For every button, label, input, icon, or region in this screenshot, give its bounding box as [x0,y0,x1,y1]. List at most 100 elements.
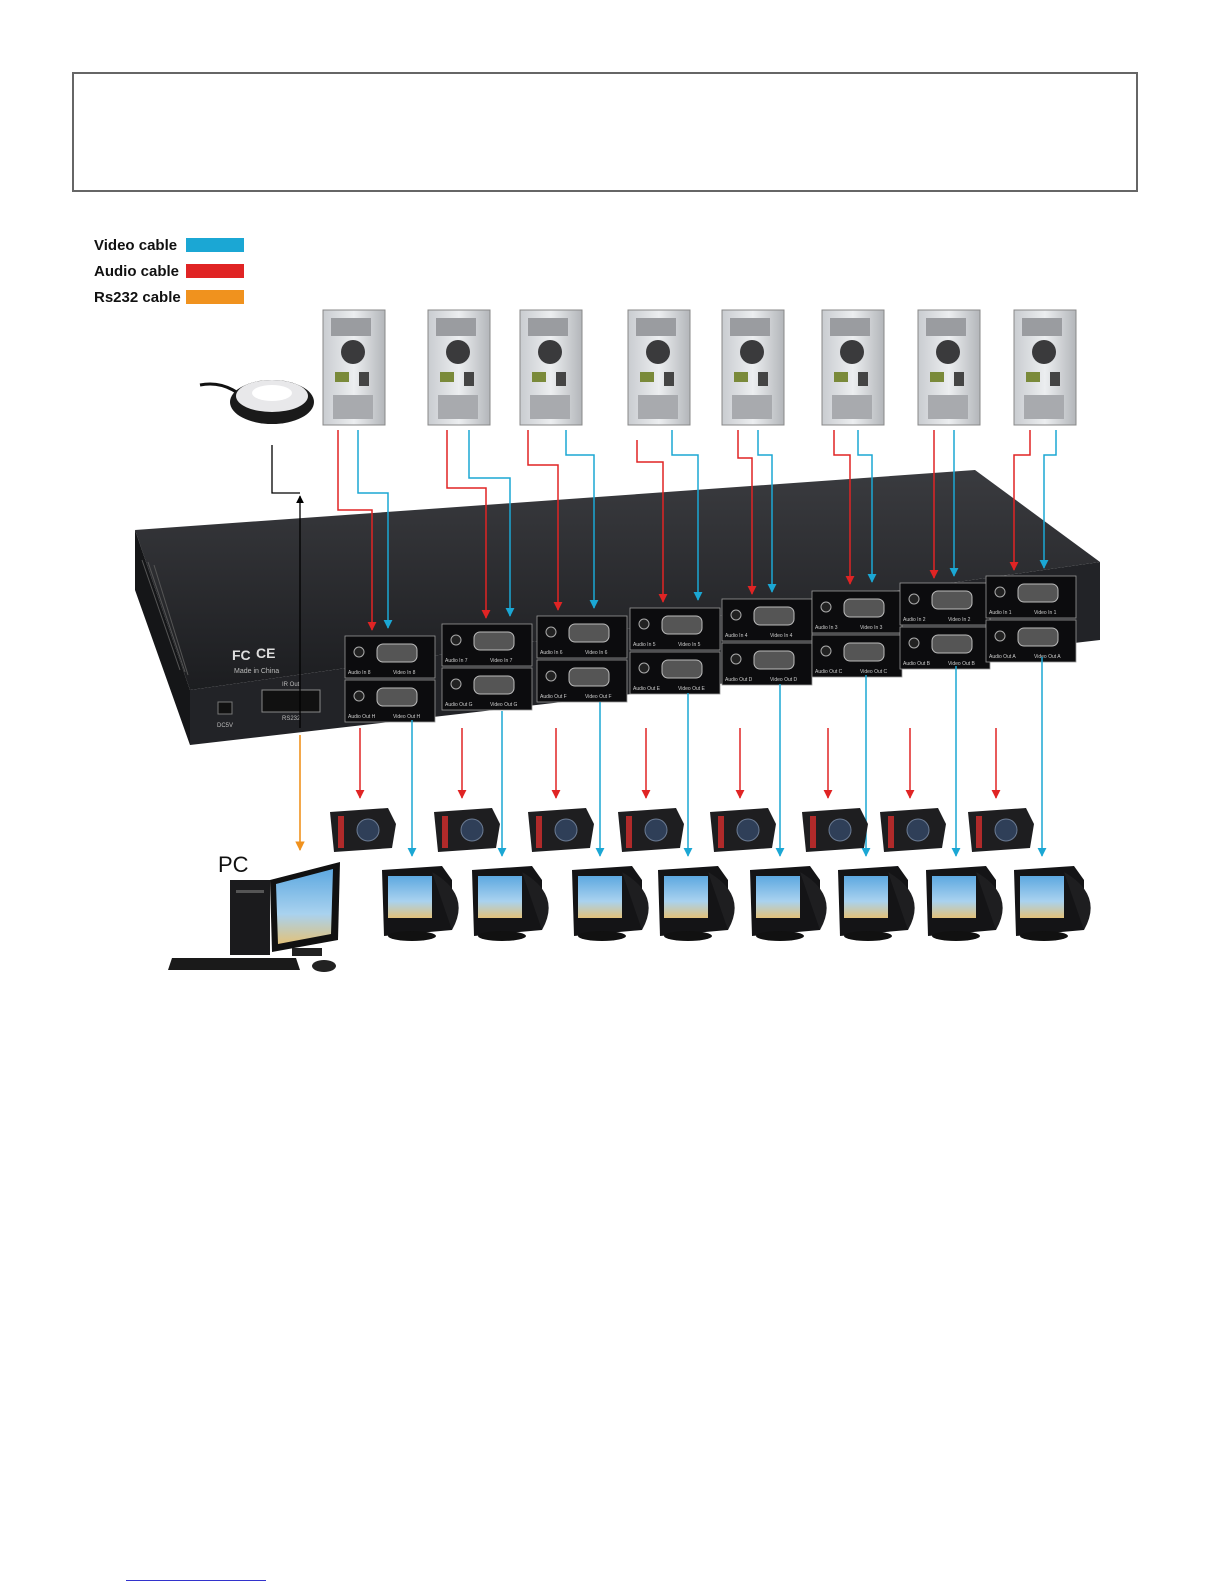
monitor-icon [382,866,459,941]
video-in-label: Video In 1 [1034,610,1057,616]
video-out-label: Video Out A [1034,654,1061,660]
video-out-label: Video Out D [770,677,798,683]
video-in-label: Video In 8 [393,670,416,676]
video-in-cable [468,430,515,617]
audio-in-label: Audio In 2 [903,617,926,623]
audio-in-label: Audio In 1 [989,610,1012,616]
video-out-label: Video Out H [393,714,421,720]
video-out-label: Video Out B [948,661,976,667]
legend-rs232-label: Rs232 cable [94,288,181,306]
audio-in-label: Audio In 6 [540,650,563,656]
ir-cable-line [271,445,300,494]
pc-label: PC [218,852,249,877]
audio-in-cable [1009,430,1031,571]
source-pc-tower-icon [427,309,491,426]
video-in-label: Video In 6 [585,650,608,656]
video-in-cable [1039,430,1057,569]
monitor-icon [658,866,735,941]
io-port-block: Audio In 8 Video In 8 Audio Out H Video Out… [344,635,436,723]
rs232-port [261,689,321,713]
video-in-label: Video In 7 [490,658,513,664]
audio-out-label: Audio Out A [989,654,1016,660]
audio-out-label: Audio Out E [633,686,661,692]
video-out-label: Video Out C [860,669,888,675]
monitor-icon [1014,866,1091,941]
audio-in-cable [833,430,855,585]
monitor-icon [472,866,549,941]
speaker-icon [710,808,776,852]
fcc-mark: FC [232,647,251,663]
audio-out-label: Audio Out B [903,661,931,667]
video-out-label: Video Out E [678,686,706,692]
video-in-cable [671,430,703,601]
video-out-label: Video Out F [585,694,612,700]
ce-mark: CE [256,645,275,661]
source-pc-tower-icon [821,309,885,426]
monitor-icon [750,866,827,941]
matrix-switch-device: Audio In 8 Video In 8 Audio Out H Video Out… [135,470,1100,745]
speaker-icon [528,808,594,852]
power-jack [217,701,233,715]
legend-video: Video cable [94,232,244,258]
speaker-icon [330,808,396,852]
io-port-block: Audio In 5 Video In 5 Audio Out E Video Out… [629,607,721,695]
audio-out-label: Audio Out F [540,694,567,700]
power-label: DC5V [217,723,233,729]
cable-legend: Video cable Audio cable Rs232 cable [94,232,244,310]
source-pc-tower-icon [322,309,386,426]
legend-audio: Audio cable [94,258,244,284]
audio-in-label: Audio In 8 [348,670,371,676]
source-pc-tower-icon [627,309,691,426]
io-port-block: Audio In 7 Video In 7 Audio Out G Video Out… [441,623,533,711]
io-port-block: Audio In 2 Video In 2 Audio Out B Video Out… [899,582,991,670]
audio-in-label: Audio In 4 [725,633,748,639]
source-pc-tower-icon [1013,309,1077,426]
source-pc-tower-icon [519,309,583,426]
footer-link-line [126,1580,266,1581]
audio-out-label: Audio Out G [445,702,473,708]
audio-in-label: Audio In 7 [445,658,468,664]
legend-video-label: Video cable [94,236,178,254]
video-out-label: Video Out G [490,702,518,708]
legend-video-swatch [186,238,244,252]
ir-receiver-icon [199,380,314,424]
audio-out-label: Audio Out H [348,714,376,720]
video-in-cable [757,430,777,593]
made-in-label: Made in China [234,668,279,675]
audio-out-label: Audio Out C [815,669,843,675]
header-frame [72,72,1138,192]
audio-out-label: Audio Out D [725,677,753,683]
control-pc-icon [168,862,340,972]
legend-audio-swatch [186,264,244,278]
video-in-label: Video In 5 [678,642,701,648]
monitor-icon [838,866,915,941]
audio-in-label: Audio In 5 [633,642,656,648]
video-in-label: Video In 2 [948,617,971,623]
speaker-icon [434,808,500,852]
source-pc-tower-icon [721,309,785,426]
io-port-block: Audio In 1 Video In 1 Audio Out A Video Out… [985,575,1077,663]
audio-in-cable [737,430,757,595]
io-port-block: Audio In 3 Video In 3 Audio Out C Video Out… [811,590,903,678]
speaker-icon [802,808,868,852]
speaker-icon [968,808,1034,852]
vent-grille [141,559,189,676]
video-in-cable [565,430,599,609]
audio-in-label: Audio In 3 [815,625,838,631]
video-in-cable [857,430,877,583]
video-in-label: Video In 3 [860,625,883,631]
monitor-icon [926,866,1003,941]
video-in-label: Video In 4 [770,633,793,639]
rs232-port-label: RS232 [282,716,301,722]
speaker-icon [880,808,946,852]
audio-in-cable [337,430,377,631]
io-port-block: Audio In 6 Video In 6 Audio Out F Video Out… [536,615,628,703]
monitor-icon [572,866,649,941]
audio-in-cable [636,440,668,603]
source-pc-tower-icon [917,309,981,426]
speaker-icon [618,808,684,852]
io-port-block: Audio In 4 Video In 4 Audio Out D Video Out… [721,598,813,686]
ir-out-label: IR Out [282,682,300,688]
legend-rs232: Rs232 cable [94,284,244,310]
